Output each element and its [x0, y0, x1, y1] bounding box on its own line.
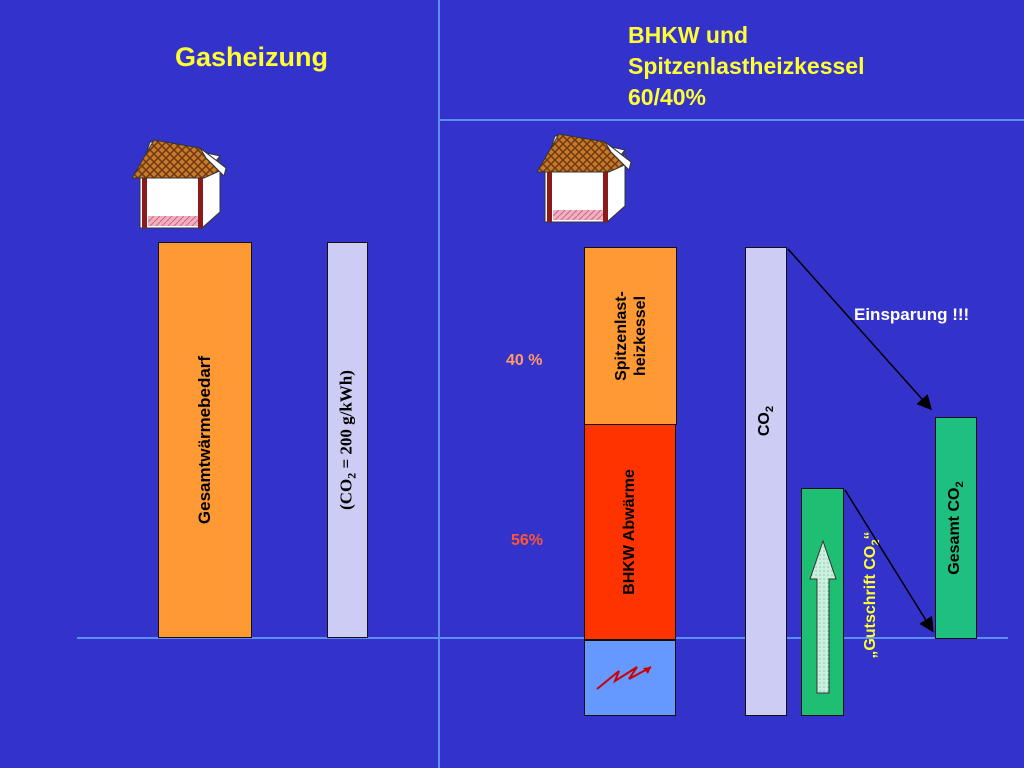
title-bhkw-line1: BHKW und	[628, 22, 749, 48]
baseline	[77, 637, 1008, 639]
house-icon-right	[536, 133, 632, 224]
spitzenlast-bar: Spitzenlast- heizkessel	[584, 247, 677, 425]
savings-arrow	[787, 248, 932, 411]
bhkw-abwaerme-bar: BHKW Abwärme	[584, 424, 676, 640]
pct-spitzenlast: 40 %	[506, 352, 543, 369]
strom-bar	[584, 640, 676, 716]
credit-arrow	[844, 489, 934, 633]
gesamtwaermebedarf-bar: Gesamtwärmebedarf	[158, 242, 252, 638]
divider-vertical	[438, 0, 440, 768]
gutschrift-bar	[801, 488, 844, 716]
co2-gasheizung-bar: (CO2 = 200 g/kWh)	[327, 242, 368, 638]
up-arrow-icon	[809, 539, 837, 694]
gesamt-co2-bar: Gesamt CO2	[935, 417, 977, 639]
title-bhkw: BHKW und Spitzenlastheizkessel 60/40%	[628, 20, 865, 113]
title-bhkw-line2: Spitzenlastheizkessel	[628, 53, 865, 79]
lightning-icon	[596, 666, 652, 690]
co2-bhkw-bar: CO2	[745, 247, 787, 716]
einsparung-label: Einsparung !!!	[854, 305, 970, 324]
pct-abwaerme: 56%	[511, 532, 544, 549]
title-bhkw-line3: 60/40%	[628, 84, 707, 110]
title-gasheizung: Gasheizung	[175, 42, 329, 72]
house-icon-left	[131, 139, 227, 230]
divider-top	[438, 119, 1024, 121]
